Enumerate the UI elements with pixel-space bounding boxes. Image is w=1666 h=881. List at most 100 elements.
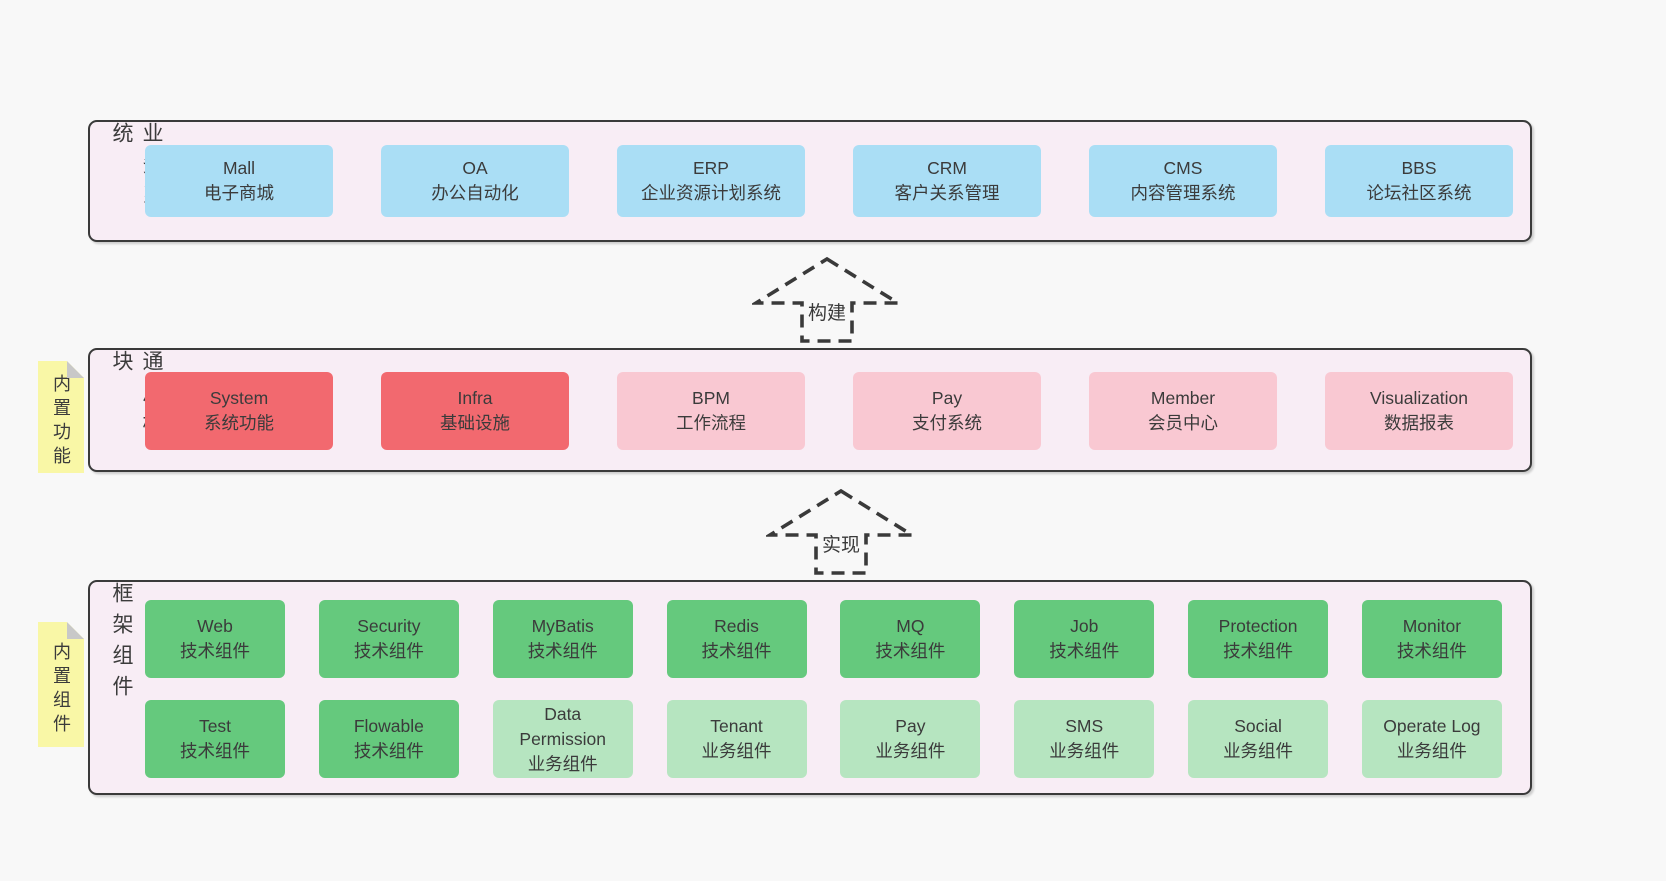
box-subtitle: 技术组件: [527, 641, 598, 661]
box-data-permission: Data Permission 业务组件: [492, 700, 633, 778]
box-name: Redis: [714, 616, 759, 636]
box-flowable: Flowable 技术组件: [318, 700, 459, 778]
box-subtitle: 技术组件: [353, 641, 424, 661]
box-subtitle: 技术组件: [875, 641, 946, 661]
box-subtitle: 办公自动化: [431, 183, 519, 203]
box-name: MQ: [896, 616, 925, 636]
box-subtitle: 工作流程: [676, 413, 746, 433]
box-subtitle: 基础设施: [440, 413, 510, 433]
box-subtitle: 数据报表: [1384, 413, 1454, 433]
box-bpm: BPM 工作流程: [617, 372, 805, 450]
box-subtitle: 企业资源计划系统: [641, 183, 781, 203]
framework-components-row-2: Test 技术组件 Flowable 技术组件 Data Permission …: [145, 700, 1502, 778]
box-protection: Protection 技术组件: [1188, 600, 1329, 678]
box-subtitle: 技术组件: [1223, 641, 1294, 661]
box-subtitle: 客户关系管理: [894, 183, 1000, 203]
box-name: Flowable: [353, 716, 424, 736]
box-sms: SMS 业务组件: [1014, 700, 1155, 778]
box-web: Web 技术组件: [145, 600, 285, 678]
arrow-build-label: 构建: [803, 298, 851, 325]
box-member: Member 会员中心: [1089, 372, 1277, 450]
folded-corner-icon: [67, 622, 84, 639]
box-subtitle: 系统功能: [204, 413, 274, 433]
band-business-systems: 业务系统 Mall 电子商城 OA 办公自动化 ERP 企业资源计划系统 CRM…: [88, 120, 1532, 242]
arrow-up-icon: [766, 488, 916, 575]
box-operate-log: Operate Log 业务组件: [1361, 700, 1502, 778]
arrow-build: 构建: [752, 256, 902, 344]
arrow-implement-label: 实现: [817, 530, 865, 557]
box-subtitle: 业务组件: [1396, 741, 1467, 761]
box-subtitle: 论坛社区系统: [1366, 183, 1472, 203]
box-name: Security: [357, 616, 421, 636]
box-security: Security 技术组件: [318, 600, 459, 678]
box-name: Member: [1150, 388, 1216, 408]
box-name: Visualization: [1370, 388, 1468, 408]
band-label-framework-components: 框架组件: [110, 582, 133, 706]
box-name: Mall: [222, 158, 256, 178]
box-subtitle: 业务组件: [701, 741, 772, 761]
box-visualization: Visualization 数据报表: [1325, 372, 1513, 450]
box-subtitle: 技术组件: [1049, 641, 1120, 661]
box-mybatis: MyBatis 技术组件: [492, 600, 633, 678]
box-infra: Infra 基础设施: [381, 372, 569, 450]
sticky-note-built-in-features: 内置功能: [38, 361, 84, 473]
box-redis: Redis 技术组件: [666, 600, 807, 678]
box-crm: CRM 客户关系管理: [853, 145, 1041, 217]
box-subtitle: 技术组件: [180, 741, 250, 761]
band-framework-components: 框架组件 Web 技术组件 Security 技术组件 MyBatis 技术组件…: [88, 580, 1532, 795]
box-subtitle: 技术组件: [1396, 641, 1467, 661]
box-name: SMS: [1065, 716, 1104, 736]
box-social: Social 业务组件: [1188, 700, 1329, 778]
box-name: CRM: [927, 158, 967, 178]
box-test: Test 技术组件: [145, 700, 285, 778]
box-erp: ERP 企业资源计划系统: [617, 145, 805, 217]
box-cms: CMS 内容管理系统: [1089, 145, 1277, 217]
box-name: BBS: [1401, 158, 1437, 178]
box-subtitle: 业务组件: [1049, 741, 1120, 761]
box-subtitle: 技术组件: [180, 641, 250, 661]
box-name: System: [209, 388, 269, 408]
box-name: Social: [1234, 716, 1282, 736]
box-pay: Pay 支付系统: [853, 372, 1041, 450]
band-common-modules: 通用模块 System 系统功能 Infra 基础设施 BPM 工作流程 Pay…: [88, 348, 1532, 472]
sticky-note-built-in-components: 内置组件: [38, 622, 84, 747]
box-tenant: Tenant 业务组件: [666, 700, 807, 778]
box-name: Monitor: [1402, 616, 1462, 636]
box-subtitle: 会员中心: [1148, 413, 1218, 433]
arrow-implement: 实现: [766, 488, 916, 576]
box-bbs: BBS 论坛社区系统: [1325, 145, 1513, 217]
box-name: Operate Log: [1383, 716, 1481, 736]
box-name: Tenant: [710, 716, 763, 736]
box-name: Protection: [1218, 616, 1298, 636]
box-subtitle: 业务组件: [527, 753, 598, 774]
box-name: BPM: [692, 388, 730, 408]
framework-components-row-1: Web 技术组件 Security 技术组件 MyBatis 技术组件 Redi…: [145, 600, 1502, 678]
box-job: Job 技术组件: [1014, 600, 1155, 678]
box-system: System 系统功能: [145, 372, 333, 450]
common-module-boxes: System 系统功能 Infra 基础设施 BPM 工作流程 Pay 支付系统…: [145, 372, 1513, 450]
note-text: 内置组件: [51, 641, 71, 738]
box-subtitle: 支付系统: [912, 413, 982, 433]
box-monitor: Monitor 技术组件: [1361, 600, 1502, 678]
box-name: Test: [198, 716, 232, 736]
box-name: MyBatis: [531, 616, 594, 636]
box-name: OA: [462, 158, 488, 178]
note-text: 内置功能: [51, 374, 71, 470]
box-name: CMS: [1163, 158, 1203, 178]
box-oa: OA 办公自动化: [381, 145, 569, 217]
box-subtitle: 技术组件: [701, 641, 772, 661]
box-name: Pay: [931, 388, 963, 408]
box-name: Pay: [895, 716, 926, 736]
box-subtitle: 技术组件: [353, 741, 424, 761]
box-name: Data Permission: [519, 703, 606, 749]
box-mq: MQ 技术组件: [840, 600, 981, 678]
box-pay-biz: Pay 业务组件: [840, 700, 981, 778]
box-name: Job: [1070, 616, 1099, 636]
box-name: ERP: [693, 158, 729, 178]
box-subtitle: 业务组件: [875, 741, 946, 761]
box-name: Web: [197, 616, 233, 636]
box-name: Infra: [457, 388, 493, 408]
box-subtitle: 业务组件: [1223, 741, 1294, 761]
folded-corner-icon: [67, 361, 84, 378]
